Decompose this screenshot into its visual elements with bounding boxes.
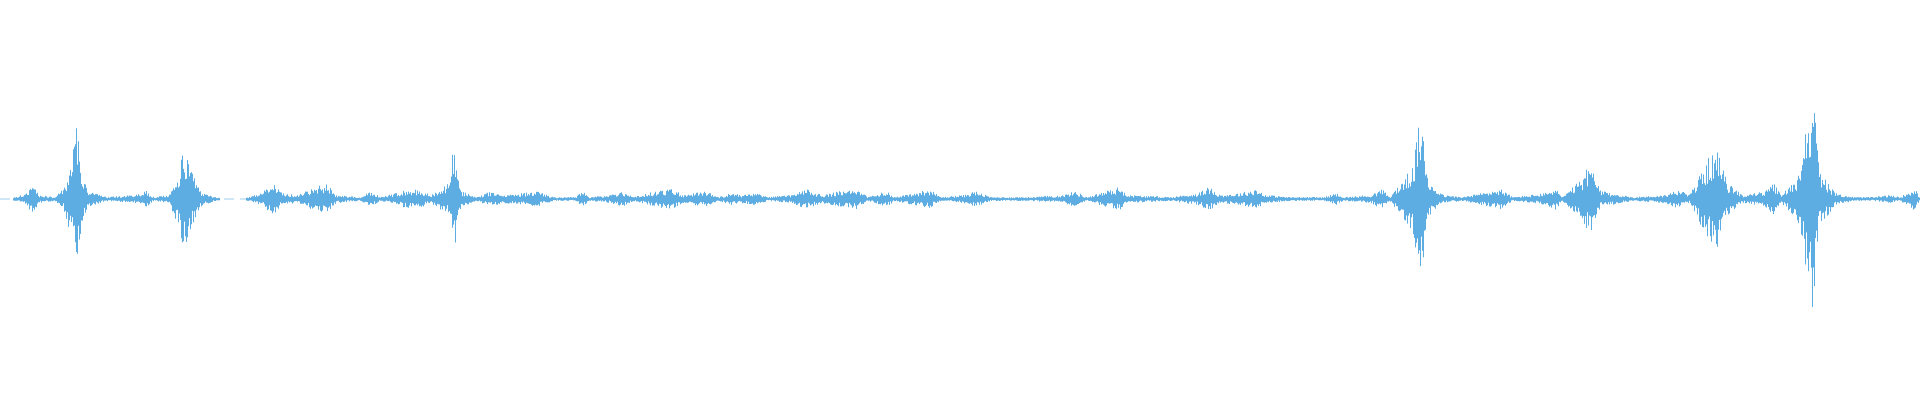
waveform-samples <box>13 113 1920 307</box>
waveform-amplitude-path <box>13 113 1920 307</box>
